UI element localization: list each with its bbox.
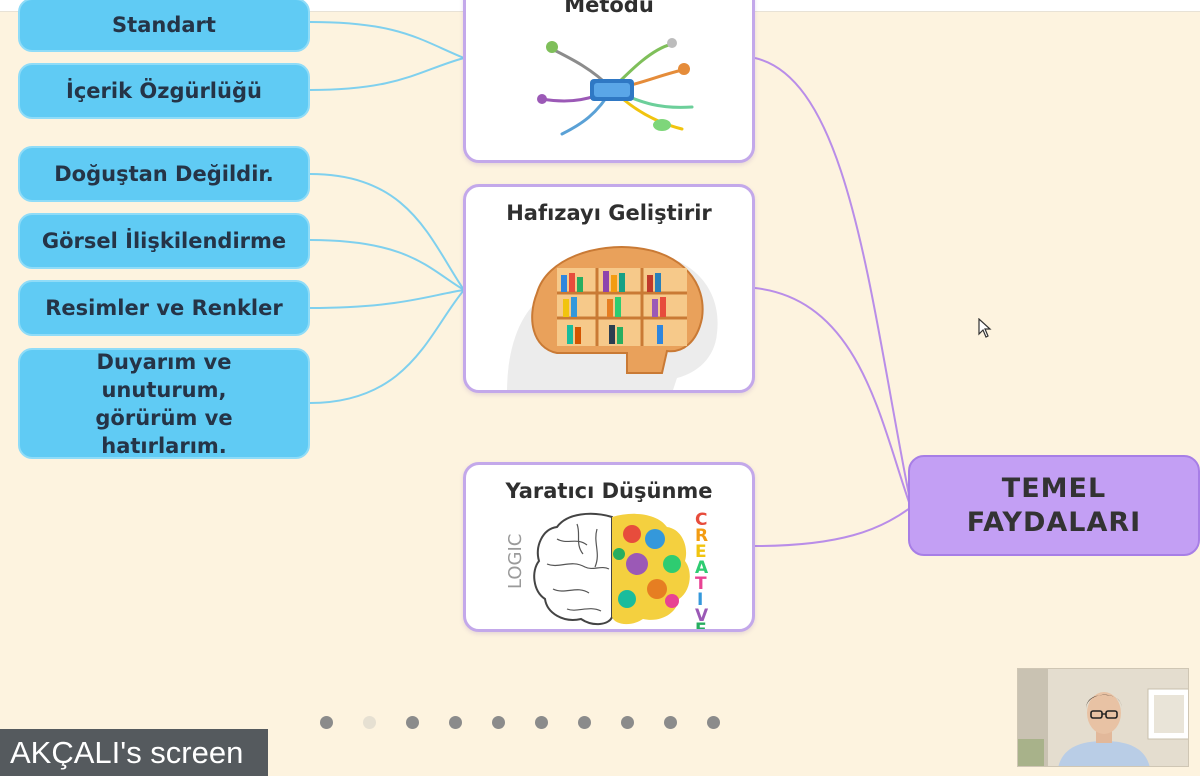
- mind-map-illustration-icon: [537, 38, 694, 136]
- link-duyarim: [309, 289, 465, 404]
- slide-dot[interactable]: [649, 712, 692, 732]
- slide-dot-active[interactable]: [348, 712, 391, 732]
- node-label: Duyarım ve unuturum, görürüm ve hatırlar…: [95, 349, 233, 458]
- link-icerik: [309, 57, 465, 91]
- node-label: Standart: [112, 13, 216, 37]
- slide-dot[interactable]: [520, 712, 563, 732]
- link-memory-card: [754, 287, 911, 506]
- node-gorsel-iliskilendirme[interactable]: Görsel İlişkilendirme: [18, 213, 310, 269]
- slide-dot[interactable]: [606, 712, 649, 732]
- main-node-temel-faydalari[interactable]: TEMEL FAYDALARI: [908, 455, 1200, 556]
- slide-pagination: [305, 712, 735, 732]
- slide-dot[interactable]: [477, 712, 520, 732]
- slide-dot[interactable]: [391, 712, 434, 732]
- creative-letter-i: I: [697, 590, 703, 610]
- node-dogustan-degildir[interactable]: Doğuştan Değildir.: [18, 146, 310, 202]
- card-title: Yaratıcı Düşünme: [505, 479, 713, 503]
- node-resimler-ve-renkler[interactable]: Resimler ve Renkler: [18, 280, 310, 336]
- logic-creative-brain-icon: LOGIC C R E A T I V E: [505, 510, 709, 629]
- link-resimler: [309, 289, 465, 309]
- slide-dot[interactable]: [692, 712, 735, 732]
- node-icerik-ozgurlugu[interactable]: İçerik Özgürlüğü: [18, 63, 310, 119]
- node-label: Görsel İlişkilendirme: [41, 229, 287, 253]
- webcam-thumbnail[interactable]: [1017, 668, 1189, 767]
- link-top-card: [754, 57, 911, 501]
- brain-bookshelf-icon: [507, 246, 718, 390]
- node-label: Resimler ve Renkler: [45, 296, 283, 320]
- main-node-line1: TEMEL: [1001, 472, 1107, 504]
- link-creative-card: [754, 507, 911, 547]
- creative-letter-t: T: [695, 574, 707, 594]
- slide-dot[interactable]: [305, 712, 348, 732]
- slide-dot[interactable]: [434, 712, 477, 732]
- slide-dot[interactable]: [563, 712, 606, 732]
- presenter-video-icon: [1018, 669, 1188, 766]
- node-label: Doğuştan Değildir.: [54, 162, 274, 186]
- mouse-cursor-icon: [978, 318, 992, 338]
- node-standart[interactable]: Standart: [18, 0, 310, 52]
- card-hafizayi-gelistirir[interactable]: Hafızayı Geliştirir: [463, 184, 755, 393]
- link-gorsel: [309, 239, 465, 291]
- creative-letter-e: E: [695, 542, 707, 562]
- logic-word: LOGIC: [505, 534, 526, 589]
- card-metodu[interactable]: Metodu: [463, 0, 755, 163]
- node-duyarim[interactable]: Duyarım ve unuturum, görürüm ve hatırlar…: [18, 348, 310, 459]
- creative-letter-e2: E: [695, 620, 707, 629]
- main-node-line2: FAYDALARI: [966, 506, 1142, 538]
- card-yaratici-dusunme[interactable]: Yaratıcı Düşünme LOGIC C R E A: [463, 462, 755, 632]
- card-title: Metodu: [564, 0, 654, 17]
- creative-letter-a: A: [695, 558, 709, 578]
- screen-share-label: AKÇALI's screen: [0, 729, 268, 776]
- link-dogustan: [309, 173, 465, 291]
- creative-letter-c: C: [695, 510, 707, 530]
- node-label: İçerik Özgürlüğü: [66, 79, 262, 103]
- creative-letter-r: R: [695, 526, 708, 546]
- card-title: Hafızayı Geliştirir: [506, 201, 712, 225]
- creative-letter-v: V: [695, 606, 709, 626]
- link-standart: [309, 21, 465, 59]
